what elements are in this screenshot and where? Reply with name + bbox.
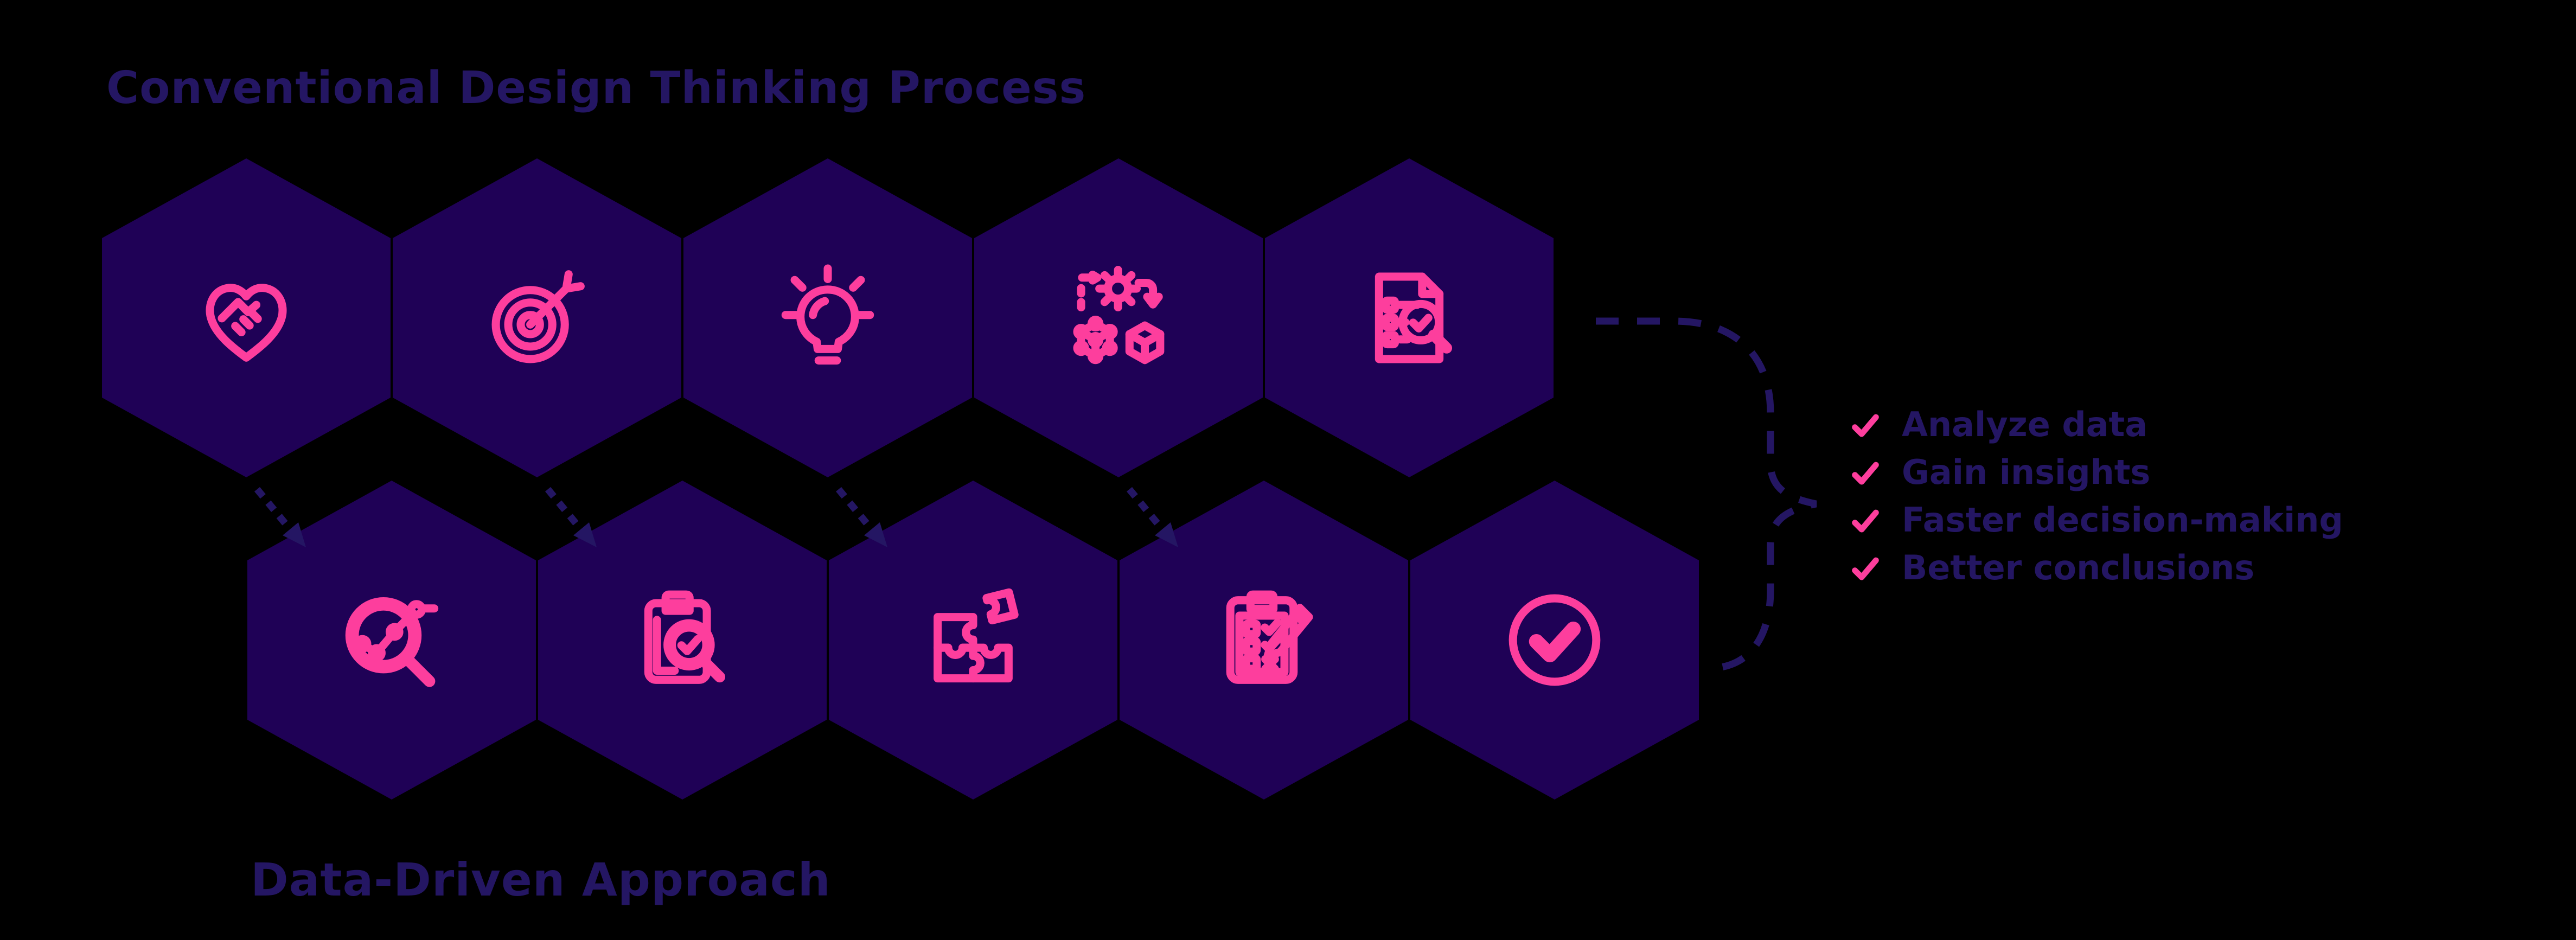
benefit-label: Better conclusions	[1902, 548, 2255, 587]
check-icon	[1849, 408, 1882, 442]
flow-arrow	[835, 487, 887, 547]
test-document-magnifier-icon	[1352, 260, 1467, 375]
check-circle-icon	[1497, 583, 1612, 698]
puzzle-pieces-icon	[916, 583, 1031, 698]
top-process-title: Conventional Design Thinking Process	[106, 62, 1086, 114]
bottom-process-title: Data-Driven Approach	[251, 853, 831, 906]
benefit-item: Gain insights	[1849, 456, 2343, 489]
hexagon-top-5	[1265, 158, 1554, 477]
benefit-item: Better conclusions	[1849, 551, 2343, 585]
target-arrow-icon	[480, 260, 595, 375]
benefit-label: Gain insights	[1902, 452, 2151, 492]
flow-arrow	[545, 487, 597, 547]
benefit-item: Analyze data	[1849, 408, 2343, 442]
benefits-list: Analyze data Gain insights Faster decisi…	[1849, 408, 2343, 585]
check-icon	[1849, 503, 1882, 537]
flow-arrow	[1126, 487, 1178, 547]
benefit-item: Faster decision-making	[1849, 503, 2343, 537]
benefit-label: Faster decision-making	[1902, 500, 2343, 540]
benefit-label: Analyze data	[1902, 405, 2148, 444]
flow-arrow	[254, 487, 306, 547]
handshake-heart-icon	[189, 260, 304, 375]
magnifier-chart-icon	[334, 583, 449, 698]
checklist-pencil-icon	[1206, 583, 1321, 698]
hexagon-bottom-5	[1410, 481, 1699, 800]
check-icon	[1849, 551, 1882, 585]
clipboard-magnifier-check-icon	[625, 583, 740, 698]
check-icon	[1849, 456, 1882, 489]
prototype-gear-cubes-icon	[1061, 260, 1176, 375]
benefits-brace	[1596, 317, 1817, 672]
lightbulb-icon	[770, 260, 885, 375]
